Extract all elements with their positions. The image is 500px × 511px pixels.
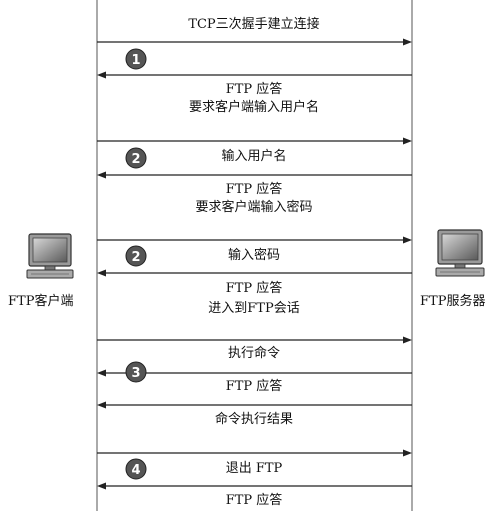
server-label: FTP服务器 (420, 294, 486, 309)
step-badge-3: 3 (125, 361, 147, 383)
message-tcp-handshake: TCP三次握手建立连接 (188, 17, 320, 32)
message-ftp-reply-session-line2: 进入到FTP会话 (208, 301, 300, 316)
message-execute-command: 执行命令 (227, 346, 281, 361)
step-badge-2b: 2 (125, 245, 147, 267)
message-ftp-reply-session-line1: FTP 应答 (225, 281, 283, 296)
message-ftp-reply-4: FTP 应答 (225, 493, 283, 508)
message-ftp-reply-3: FTP 应答 (225, 379, 283, 394)
message-ftp-reply-1-line1: FTP 应答 (225, 82, 283, 97)
server-computer-icon (435, 229, 485, 277)
message-ftp-reply-2-line2: 要求客户端输入密码 (195, 200, 313, 215)
arrow-input-username (97, 171, 412, 179)
step-badge-2a: 2 (125, 147, 147, 169)
arrow-ftp-reply-3 (97, 369, 412, 377)
client-label: FTP客户端 (8, 294, 74, 309)
arrow-ftp-reply-1 (97, 71, 412, 79)
message-quit: 退出 FTP (225, 461, 283, 476)
arrow-execute-command (97, 336, 412, 344)
message-input-password: 输入密码 (227, 248, 281, 263)
step-badge-2b-label: 2 (131, 250, 140, 265)
message-command-result: 命令执行结果 (214, 412, 294, 427)
arrow-quit (97, 449, 412, 457)
arrow-command-result (97, 401, 412, 409)
arrow-tcp-handshake (97, 38, 412, 46)
message-ftp-reply-1-line2: 要求客户端输入用户名 (188, 100, 320, 115)
step-badge-1: 1 (125, 48, 147, 70)
arrow-ftp-reply-4 (97, 482, 412, 490)
step-badge-4-label: 4 (131, 463, 140, 478)
client-computer-icon (26, 233, 74, 279)
step-badge-1-label: 1 (131, 53, 140, 68)
step-badge-4: 4 (125, 458, 147, 480)
arrow-password-request (97, 236, 412, 244)
step-badge-2a-label: 2 (131, 152, 140, 167)
message-input-username: 输入用户名 (221, 149, 287, 164)
step-badge-3-label: 3 (131, 366, 140, 381)
message-ftp-reply-2-line1: FTP 应答 (225, 182, 283, 197)
arrow-input-password (97, 269, 412, 277)
arrow-username-request (97, 137, 412, 145)
